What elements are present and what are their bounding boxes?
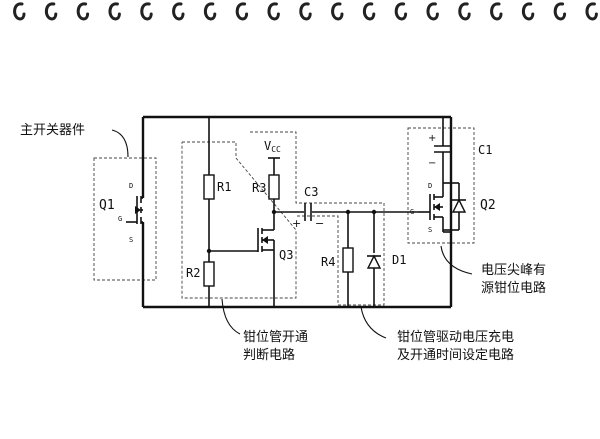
binding-ring xyxy=(203,2,217,21)
q2-pin-s: S xyxy=(428,226,432,234)
q2-pin-g: G xyxy=(410,208,414,216)
q1-pin-g: G xyxy=(118,215,122,223)
d1-label: D1 xyxy=(392,253,406,267)
charge-circuit-box xyxy=(250,131,385,306)
main-switch-annotation: 主开关器件 xyxy=(20,123,85,138)
judge-annotation-line2: 判断电路 xyxy=(243,347,295,363)
spike-clamp-annotation-line1: 电压尖峰有 xyxy=(481,263,546,278)
c3-plus: + xyxy=(292,217,301,230)
binding-ring xyxy=(394,2,408,21)
spiral-binding-icon xyxy=(13,2,598,21)
q3-mosfet xyxy=(257,212,275,307)
r1-resistor xyxy=(203,174,215,200)
d1-diode xyxy=(366,254,382,269)
c1-capacitor xyxy=(434,117,452,178)
main-switch-box xyxy=(93,157,157,281)
q2-pin-d: D xyxy=(428,182,432,190)
r3-resistor xyxy=(268,174,280,200)
judge-annotation-line1: 钳位管开通 xyxy=(243,330,308,345)
binding-ring xyxy=(426,2,439,21)
binding-ring xyxy=(13,2,26,21)
c1-label: C1 xyxy=(478,143,492,157)
r3-label: R3 xyxy=(252,181,266,195)
binding-ring xyxy=(362,2,376,21)
c3-label: C3 xyxy=(304,185,318,199)
q1-mosfet xyxy=(126,196,143,224)
binding-ring xyxy=(490,2,503,21)
binding-ring xyxy=(267,2,280,21)
r2-label: R2 xyxy=(186,266,200,280)
binding-ring xyxy=(331,2,344,21)
binding-ring xyxy=(299,2,312,21)
active-clamp-box xyxy=(407,127,475,244)
r2-resistor xyxy=(203,261,215,287)
main-loop xyxy=(141,115,453,309)
r3-branch xyxy=(268,157,280,215)
q2-label: Q2 xyxy=(480,198,496,213)
r4-resistor xyxy=(342,247,354,273)
charge-annotation-line2: 及开通时间设定电路 xyxy=(397,347,514,363)
charge-annotation-line1: 钳位管驱动电压充电 xyxy=(397,329,514,345)
binding-ring xyxy=(521,2,535,21)
binding-ring xyxy=(140,2,153,21)
spike-clamp-annotation-line2: 源钳位电路 xyxy=(481,280,546,296)
binding-ring xyxy=(585,2,598,21)
q1-label: Q1 xyxy=(99,198,115,213)
r4-label: R4 xyxy=(321,255,335,269)
r4-d1-branch xyxy=(342,212,382,307)
vcc-label: VCC xyxy=(264,139,281,154)
annotation-leaders xyxy=(111,129,473,339)
binding-ring xyxy=(235,2,249,21)
judge-circuit-box xyxy=(181,141,297,299)
q2-mosfet xyxy=(418,178,467,233)
r1-r2-branch xyxy=(203,117,258,307)
binding-ring xyxy=(76,2,90,21)
binding-ring xyxy=(172,2,185,21)
binding-ring xyxy=(553,2,567,21)
binding-ring xyxy=(44,2,58,21)
binding-ring xyxy=(108,2,121,21)
r1-label: R1 xyxy=(217,180,231,194)
q1-pin-s: S xyxy=(129,236,133,244)
binding-ring xyxy=(458,2,471,21)
q1-pin-d: D xyxy=(129,182,133,190)
c1-minus: − xyxy=(428,158,436,169)
q3-label: Q3 xyxy=(279,248,293,262)
c3-minus: − xyxy=(315,217,324,230)
c1-plus: + xyxy=(428,133,436,144)
q2-body-diode xyxy=(451,198,467,213)
